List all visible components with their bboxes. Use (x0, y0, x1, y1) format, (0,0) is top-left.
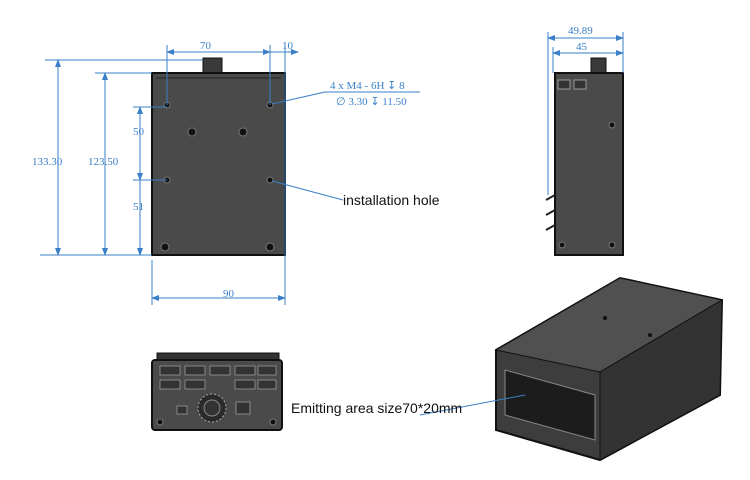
front-view: 133.30 123.50 50 51 70 10 90 4 x M4 - 6H… (32, 40, 440, 305)
housing-top (151, 72, 286, 256)
dim-body-height: 123.50 (88, 156, 119, 168)
dim-edge-offset: 10 (282, 40, 294, 52)
holes (160, 101, 275, 252)
knob (202, 57, 223, 75)
dim-overall-height: 133.30 (32, 156, 63, 168)
thread-callout-line2: ∅ 3.30 ↧ 11.50 (336, 96, 407, 108)
installation-hole-label: installation hole (343, 192, 440, 208)
emitting-area-label: Emitting area size70*20mm (291, 400, 462, 416)
dim-hole-spacing-70: 70 (200, 40, 212, 52)
dim-body-depth: 45 (576, 41, 588, 53)
dim-hole-spacing-50: 50 (133, 126, 145, 138)
dim-hole-spacing-51: 51 (133, 201, 144, 213)
side-view: 49.89 45 (545, 25, 624, 256)
panel-view (151, 352, 283, 431)
isometric-view (419, 276, 724, 462)
thread-callout-line1: 4 x M4 - 6H ↧ 8 (330, 80, 405, 92)
dim-width: 90 (223, 288, 235, 300)
dim-overall-depth: 49.89 (568, 25, 593, 37)
